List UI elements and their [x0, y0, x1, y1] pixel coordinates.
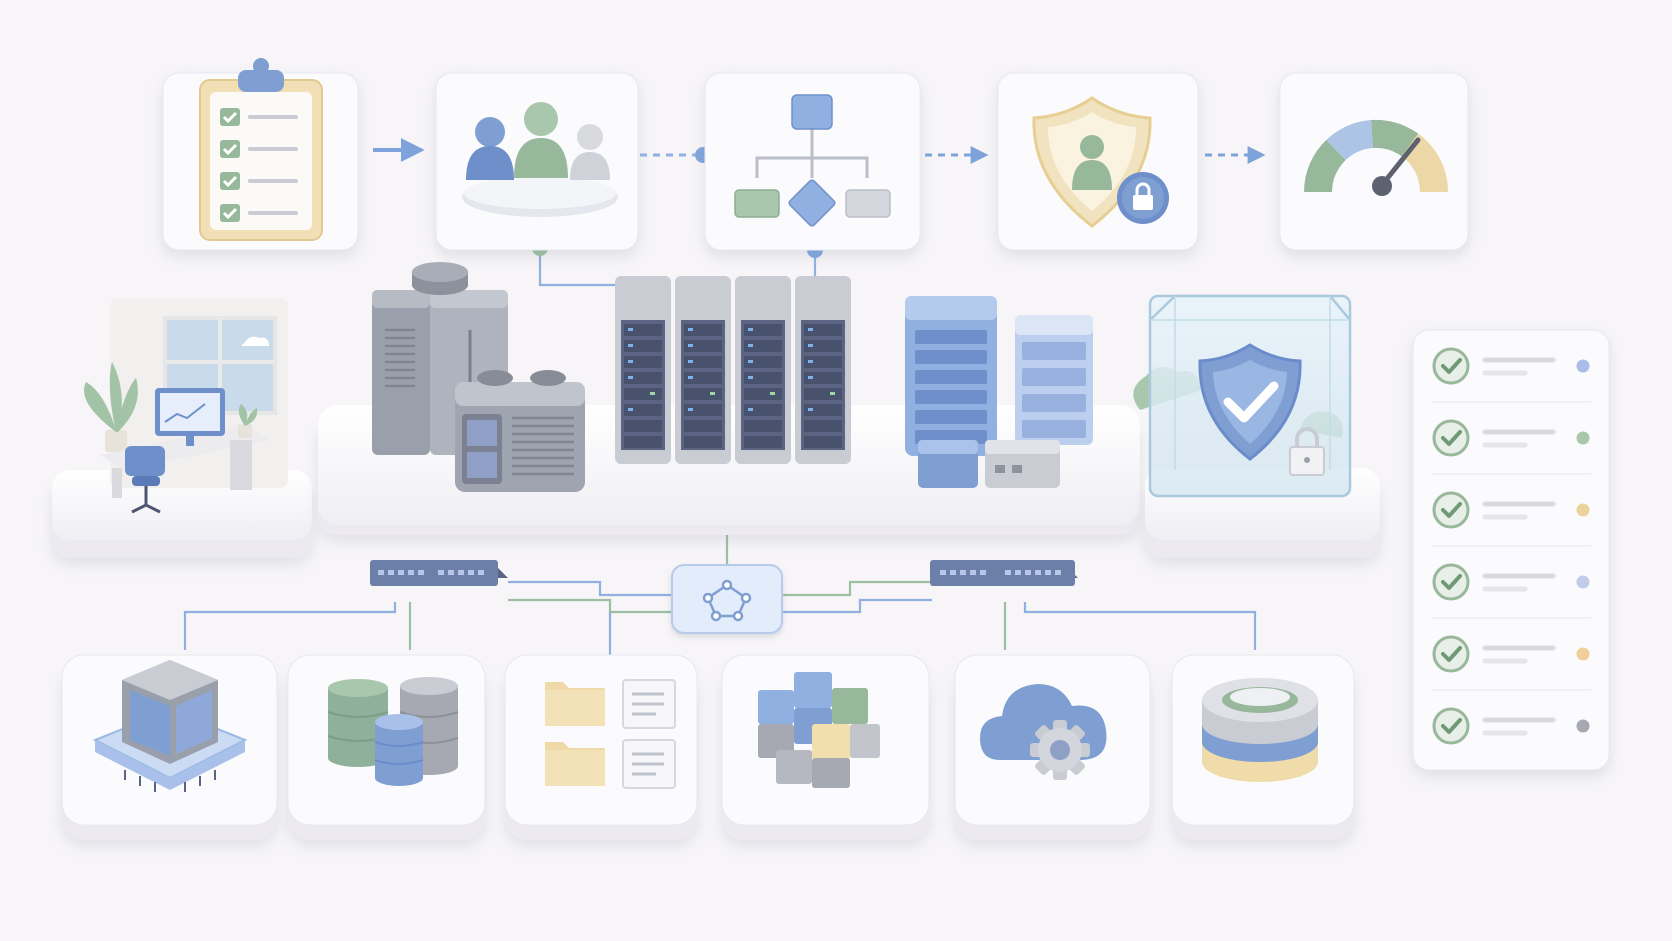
team-group-icon	[462, 102, 618, 217]
check-circle-icon	[1432, 347, 1470, 385]
check-circle-icon	[1432, 419, 1470, 457]
server-cluster-icon	[372, 262, 1093, 492]
process-step-3[interactable]	[704, 72, 921, 251]
storage-ring-icon	[1202, 678, 1318, 782]
rack-cabinets	[615, 276, 851, 464]
connector-switch-to-compute	[183, 602, 397, 650]
server-cluster[interactable]	[318, 262, 1140, 535]
process-step-2[interactable]	[435, 72, 639, 251]
status-dot	[1576, 359, 1590, 373]
checkmark-icon	[1441, 646, 1462, 662]
tower-servers	[372, 262, 585, 492]
network-switch-icon	[370, 560, 508, 586]
database-stack-icon	[327, 677, 459, 786]
check-circle-icon	[1432, 635, 1470, 673]
checklist-panel	[1412, 329, 1610, 771]
checklist-item[interactable]	[1431, 491, 1591, 547]
clipboard-checklist-icon	[199, 58, 323, 241]
middle-tier	[52, 262, 1380, 558]
secure-glass-vault[interactable]	[1133, 294, 1380, 558]
bottom-modules	[61, 654, 1355, 840]
status-dot	[1576, 431, 1590, 445]
compute-chip-icon	[92, 660, 248, 792]
module-database[interactable]	[287, 654, 486, 840]
checkmark-icon	[1441, 574, 1462, 590]
connector-hub-left-1	[508, 580, 672, 597]
checklist-item[interactable]	[1432, 707, 1590, 745]
office-workstation[interactable]	[52, 298, 312, 558]
checklist-item[interactable]	[1431, 563, 1591, 619]
module-compute[interactable]	[61, 654, 278, 840]
network-hub-icon	[671, 564, 783, 634]
checklist-item[interactable]	[1431, 347, 1591, 403]
module-cloud-settings[interactable]	[954, 654, 1151, 840]
cloud-settings-icon	[980, 684, 1107, 780]
files-folders-icon	[545, 679, 676, 789]
connector-team-to-servers	[538, 250, 620, 287]
network-switch-right[interactable]	[930, 560, 1078, 586]
flowchart-icon	[734, 94, 891, 227]
shield-user-lock-icon	[1032, 96, 1169, 228]
secure-glass-vault-icon	[1133, 294, 1352, 498]
module-storage[interactable]	[1171, 654, 1355, 840]
checkmark-icon	[1441, 502, 1462, 518]
checklist-item[interactable]	[1431, 419, 1591, 475]
connector-lines	[183, 240, 1257, 655]
network-hub[interactable]	[671, 564, 783, 634]
network-switch-icon	[930, 560, 1078, 586]
network-switch-left[interactable]	[370, 560, 508, 586]
status-dot	[1576, 647, 1590, 661]
checkmark-icon	[1441, 718, 1462, 734]
checkmark-icon	[1441, 430, 1462, 446]
checklist-item[interactable]	[1431, 635, 1591, 691]
step-connector-2	[640, 147, 711, 163]
connector-hub-right-1	[782, 580, 932, 597]
connector-switch-to-storage	[1023, 602, 1257, 650]
process-step-1[interactable]	[162, 58, 359, 251]
status-dot	[1576, 719, 1590, 733]
connector-hub-left-2	[508, 598, 672, 614]
blue-servers	[905, 296, 1093, 488]
check-circle-icon	[1432, 707, 1470, 745]
process-steps	[162, 58, 1469, 251]
check-circle-icon	[1432, 491, 1470, 529]
checkmark-icon	[1441, 358, 1462, 374]
module-files[interactable]	[504, 654, 698, 840]
module-data-cubes[interactable]	[721, 654, 930, 840]
status-dot	[1576, 503, 1590, 517]
status-dot	[1576, 575, 1590, 589]
process-step-5[interactable]	[1279, 72, 1469, 251]
data-cubes-icon	[758, 672, 880, 788]
gauge-meter-icon	[1304, 119, 1448, 196]
process-step-4[interactable]	[997, 72, 1199, 251]
network-layer	[370, 560, 1078, 634]
office-workstation-icon	[84, 298, 288, 514]
checklist-rows	[1431, 347, 1591, 745]
check-circle-icon	[1432, 563, 1470, 601]
connector-hub-right-2	[782, 598, 932, 614]
